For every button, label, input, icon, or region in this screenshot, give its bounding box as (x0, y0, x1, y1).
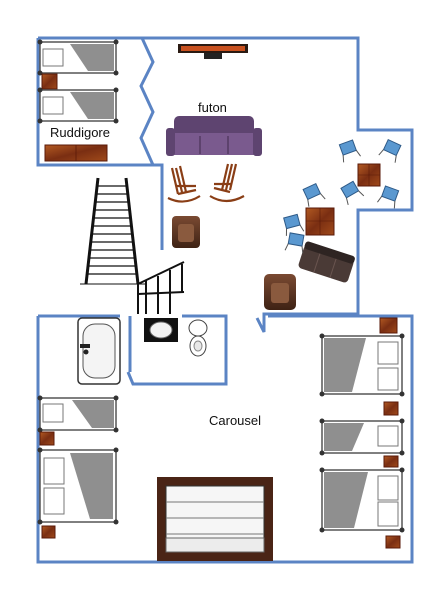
nightstand-left-1 (39, 431, 55, 446)
game-table-large (305, 207, 335, 236)
blue-chair (377, 185, 400, 209)
walls (36, 36, 414, 564)
label-futon: futon (198, 100, 227, 115)
bathtub (77, 317, 121, 385)
stair-railing (137, 261, 185, 314)
dresser-upstairs (44, 144, 108, 162)
bed-downstairs-left-1 (37, 395, 119, 433)
bed-downstairs-left-2 (37, 447, 119, 525)
bed-downstairs-right-1 (319, 333, 405, 397)
nightstand-upstairs-1 (41, 73, 58, 90)
label-carousel: Carousel (209, 413, 262, 428)
armchair-lower (264, 274, 296, 310)
armchair-upper (172, 216, 200, 248)
toilet (188, 319, 208, 357)
futon-sofa (166, 116, 262, 156)
blue-chair (284, 232, 305, 254)
blue-chair (283, 213, 305, 236)
label-ruddigore: Ruddigore (50, 125, 110, 140)
blue-chairs (283, 138, 402, 254)
staircase (80, 177, 146, 285)
nightstand-left-2 (41, 525, 56, 539)
rocking-chair-left (167, 165, 201, 203)
television (178, 44, 248, 59)
blue-chair (302, 182, 326, 207)
game-table-small (357, 163, 381, 187)
sink-vanity (144, 318, 178, 342)
bed-downstairs-right-3 (319, 467, 405, 533)
bed-upstairs-2 (37, 87, 119, 124)
bed-downstairs-right-2 (319, 418, 405, 456)
rocking-chair-right (209, 163, 245, 203)
bed-upstairs-1 (37, 39, 119, 76)
blue-chair (378, 138, 402, 163)
recliner-sofa (298, 241, 355, 283)
nightstands-right (379, 317, 401, 549)
blue-chair (340, 180, 365, 206)
bunk-bed (157, 477, 273, 561)
blue-chair (338, 139, 361, 163)
